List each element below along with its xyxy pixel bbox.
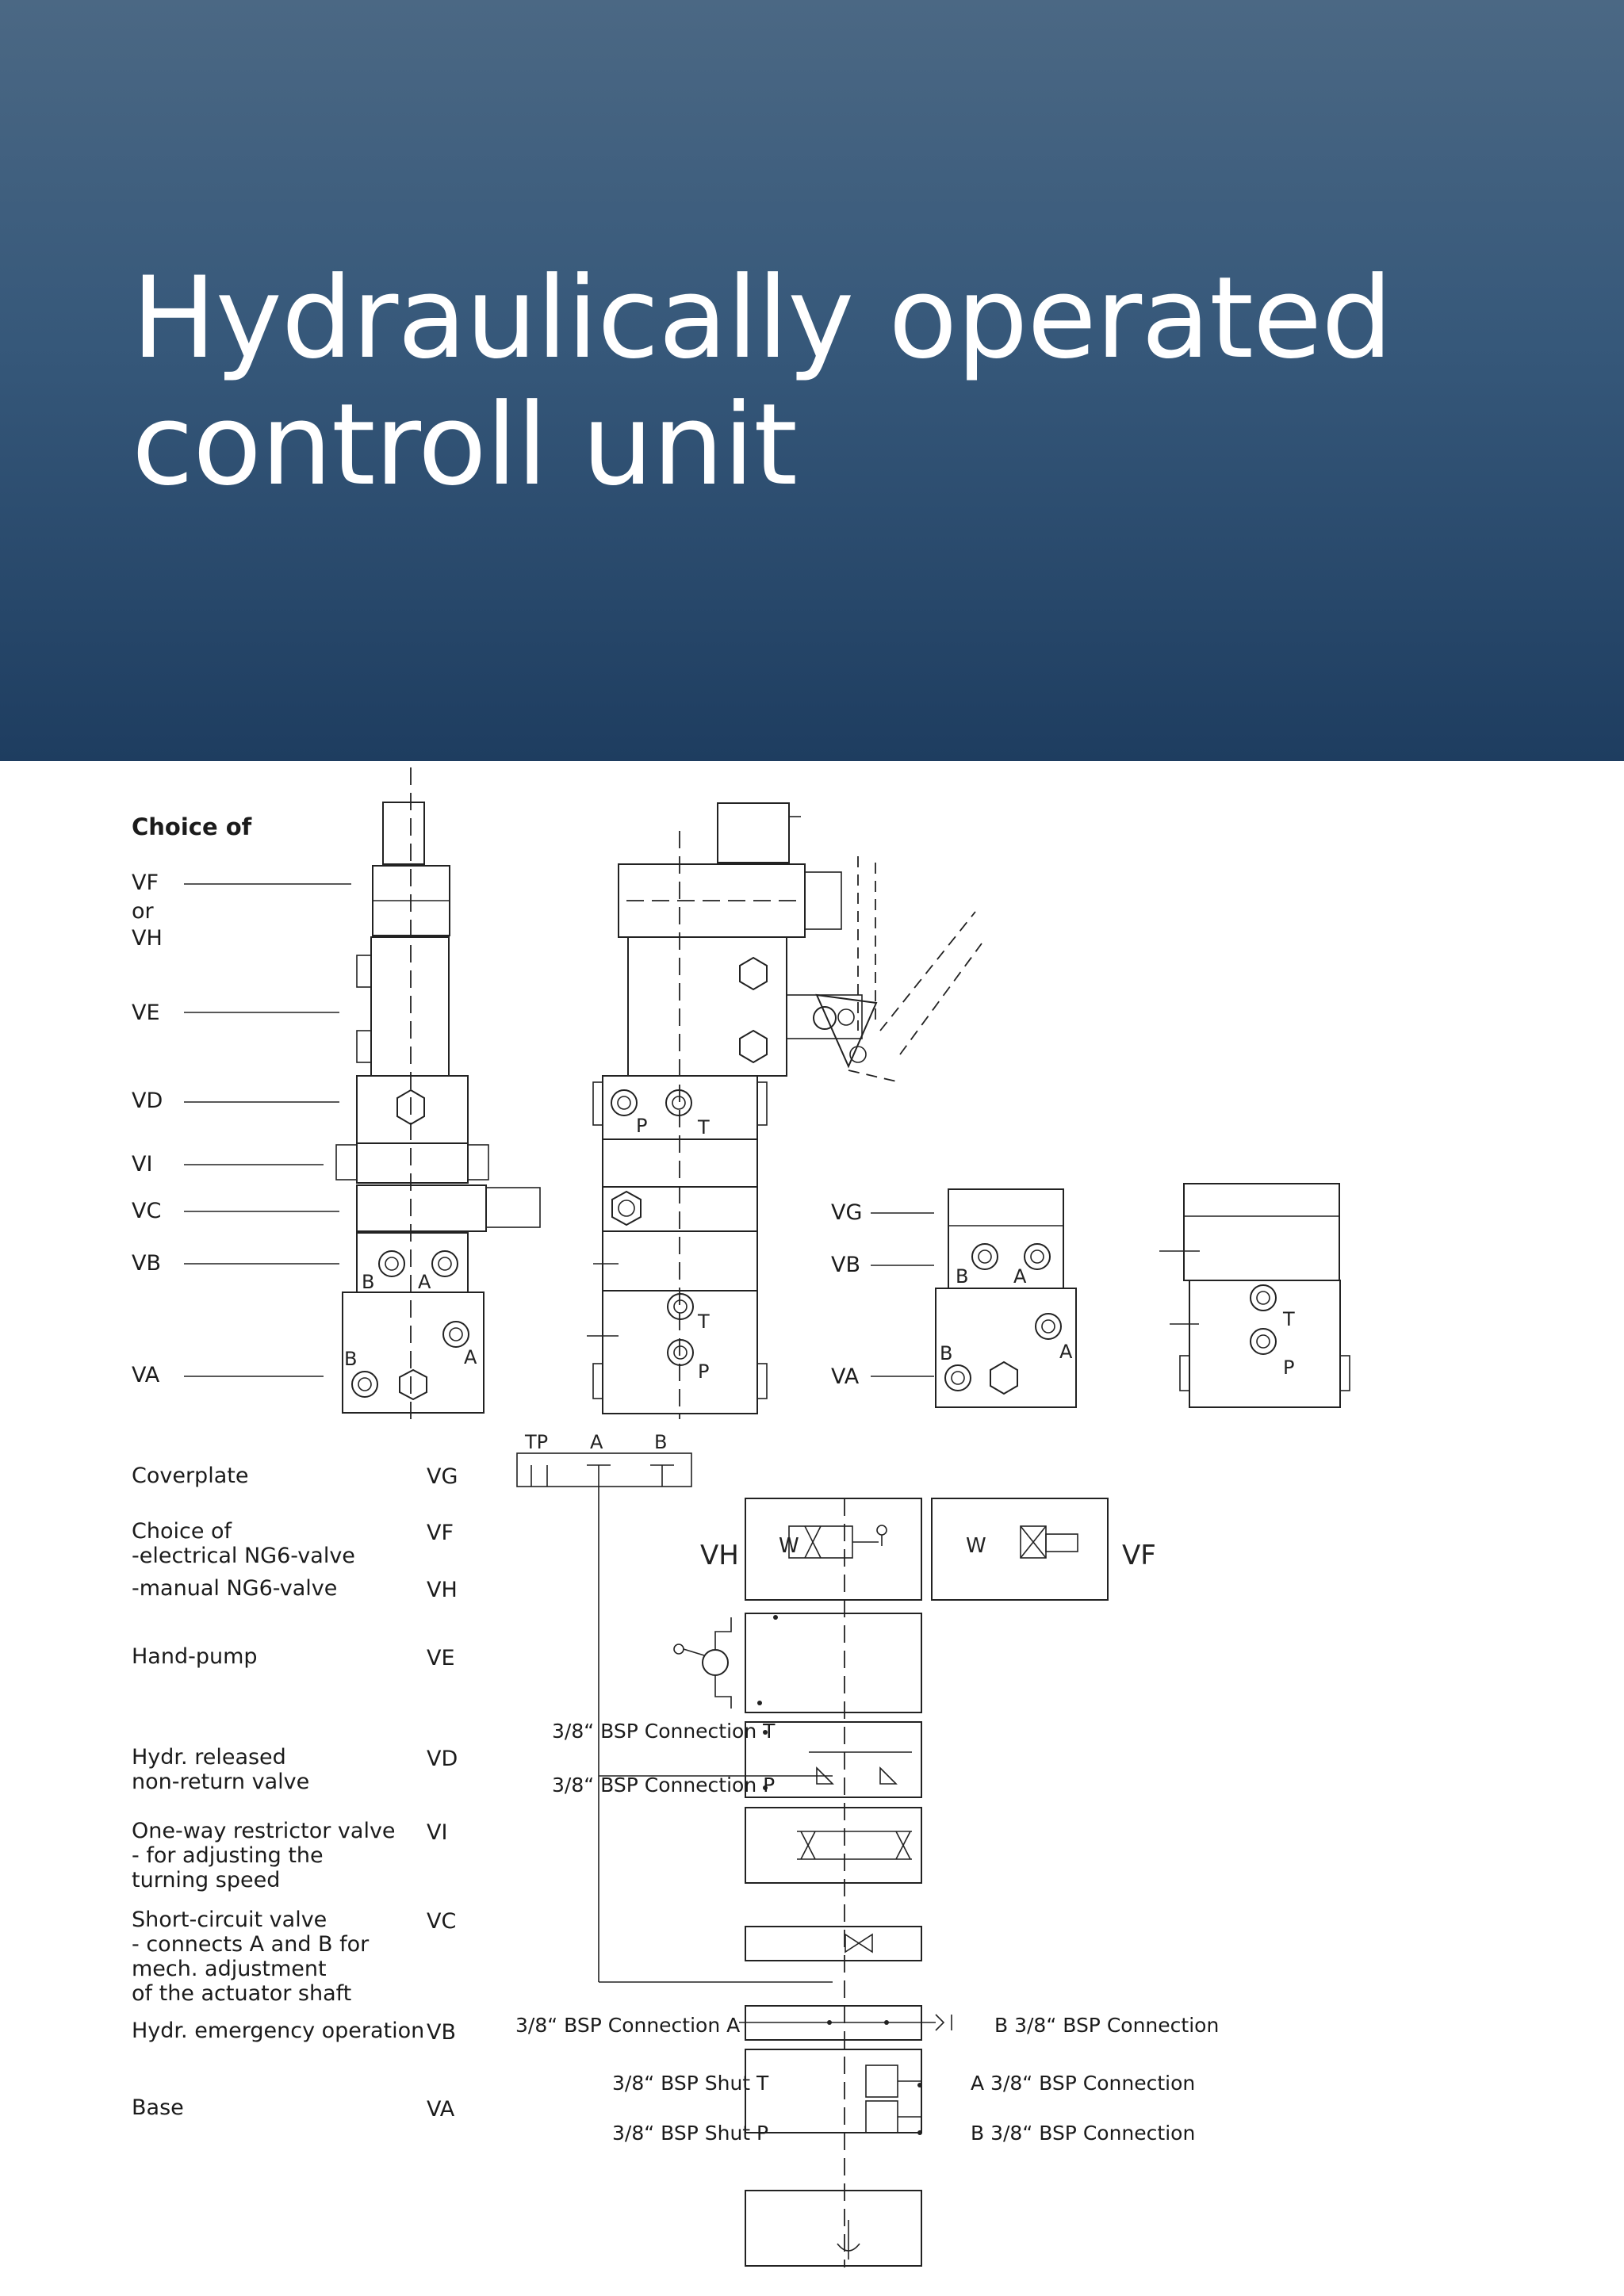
port-label: A xyxy=(464,1346,477,1368)
port-label: T xyxy=(697,1116,710,1138)
connection-label: 3/8“ BSP Shut T xyxy=(612,2072,769,2095)
schematic-port: B xyxy=(654,1431,667,1453)
legend-code: VG xyxy=(427,1464,458,1489)
legend-label: Base xyxy=(132,2095,184,2120)
label-vi: VI xyxy=(132,1152,153,1177)
connection-label: A 3/8“ BSP Connection xyxy=(971,2072,1196,2095)
label-vb: VB xyxy=(132,1251,161,1276)
connection-label: B 3/8“ BSP Connection xyxy=(971,2122,1196,2145)
schematic-valve-label: VH xyxy=(700,1540,739,1571)
connection-label: B 3/8“ BSP Connection xyxy=(994,2014,1220,2037)
port-label: A xyxy=(1013,1265,1027,1288)
port-label: B xyxy=(344,1348,357,1370)
assembly-front-view xyxy=(335,767,541,1419)
schematic-port: A xyxy=(590,1431,603,1453)
label-vd: VD xyxy=(132,1089,163,1113)
legend-label: -manual NG6-valve xyxy=(132,1576,338,1601)
coverplate-side-view xyxy=(1159,1183,1350,1408)
legend-label: Hydr. released non-return valve xyxy=(132,1745,310,1794)
legend-code: VI xyxy=(427,1820,448,1845)
legend-code: VH xyxy=(427,1578,458,1602)
port-label: T xyxy=(1282,1308,1295,1330)
port-label: B xyxy=(956,1265,968,1288)
legend-code: VD xyxy=(427,1747,458,1771)
solenoid-label: W xyxy=(779,1534,799,1558)
choice-of-heading: Choice of xyxy=(132,813,252,840)
connection-label: 3/8“ BSP Connection A xyxy=(515,2014,741,2037)
port-label: P xyxy=(1283,1357,1294,1379)
port-label: P xyxy=(698,1360,709,1383)
port-label: A xyxy=(418,1271,431,1293)
label-va: VA xyxy=(132,1363,160,1387)
label-vh: VH xyxy=(132,926,163,951)
label-vc: VC xyxy=(132,1199,162,1223)
legend-label: Short-circuit valve - connects A and B f… xyxy=(132,1908,370,2006)
label-vg-right: VG xyxy=(831,1200,863,1225)
legend-code: VE xyxy=(427,1646,455,1670)
label-vf: VF xyxy=(132,871,159,895)
legend-label: Hydr. emergency operation xyxy=(132,2019,425,2043)
port-label: B xyxy=(362,1271,374,1293)
legend-code: VF xyxy=(427,1521,454,1545)
leader-lines xyxy=(184,883,934,1377)
connection-label: 3/8“ BSP Connection T xyxy=(552,1720,776,1743)
port-label: P xyxy=(636,1115,647,1137)
technical-drawing: B A B A xyxy=(184,767,1350,2267)
legend-code: VA xyxy=(427,2097,455,2122)
schematic-valve-label: VF xyxy=(1122,1540,1156,1571)
label-or: or xyxy=(132,899,154,924)
connection-label: 3/8“ BSP Shut P xyxy=(612,2122,769,2145)
port-label: T xyxy=(697,1311,710,1333)
legend-label: Coverplate xyxy=(132,1464,249,1488)
legend-label: One-way restrictor valve - for adjusting… xyxy=(132,1819,396,1892)
legend-code: VB xyxy=(427,2020,456,2045)
label-vb-right: VB xyxy=(831,1253,860,1277)
solenoid-label: W xyxy=(966,1534,986,1558)
hydraulic-schematic xyxy=(516,1452,1109,2267)
header-banner: Hydraulically operated controll unit xyxy=(0,0,1624,761)
port-label: A xyxy=(1059,1341,1073,1363)
label-va-right: VA xyxy=(831,1364,860,1389)
port-label: B xyxy=(940,1342,952,1364)
page-title: Hydraulically operated controll unit xyxy=(132,253,1392,511)
schematic-port: TP xyxy=(524,1431,548,1453)
label-ve: VE xyxy=(132,1001,160,1025)
coverplate-assembly-view xyxy=(935,1188,1077,1408)
legend-code: VC xyxy=(427,1909,457,1934)
assembly-side-view xyxy=(587,802,982,1419)
connection-label: 3/8“ BSP Connection P xyxy=(552,1774,776,1797)
legend-label: Choice of -electrical NG6-valve xyxy=(132,1519,355,1568)
legend-label: Hand-pump xyxy=(132,1644,258,1669)
